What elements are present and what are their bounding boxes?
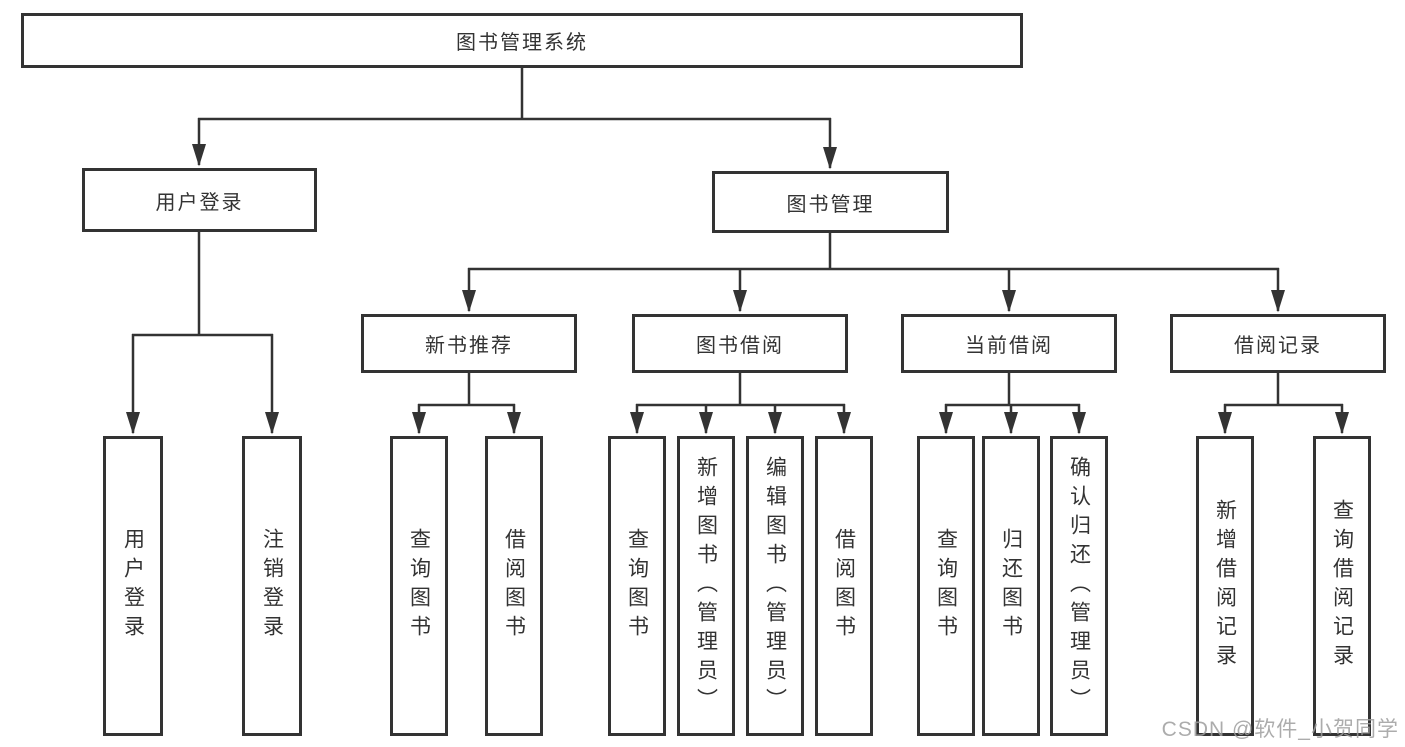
node-label: 图书借阅 [696, 335, 784, 357]
csdn-watermark: CSDN @软件_小贺同学 [1161, 718, 1399, 741]
node-label: 借阅记录 [1234, 335, 1322, 357]
node-new-book-recommendation: 新书推荐 [361, 314, 577, 373]
node-leaf-add-borrow-record: 新增借阅记录 [1196, 436, 1254, 736]
node-label: 用户登录 [121, 528, 145, 644]
node-leaf-logout: 注销登录 [242, 436, 302, 736]
node-leaf-user-login: 用户登录 [103, 436, 163, 736]
node-label: 查询图书 [407, 528, 431, 644]
node-label: 查询借阅记录 [1330, 499, 1354, 673]
node-user-login-branch: 用户登录 [82, 168, 317, 232]
node-label: 归还图书 [999, 528, 1023, 644]
node-label: 用户登录 [155, 191, 244, 214]
node-label: 当前借阅 [965, 335, 1053, 357]
node-leaf-add-book-admin: 新增图书（管理员） [677, 436, 735, 736]
node-label: 借阅图书 [502, 528, 526, 644]
node-label: 编辑图书（管理员） [763, 455, 787, 717]
node-current-borrowing: 当前借阅 [901, 314, 1117, 373]
node-leaf-query-books-recommend: 查询图书 [390, 436, 448, 736]
node-library-management-system: 图书管理系统 [21, 13, 1023, 68]
node-leaf-query-books-borrow: 查询图书 [608, 436, 666, 736]
node-leaf-query-borrow-record: 查询借阅记录 [1313, 436, 1371, 736]
node-leaf-borrow-books-borrow: 借阅图书 [815, 436, 873, 736]
node-leaf-confirm-return-admin: 确认归还（管理员） [1050, 436, 1108, 736]
node-label: 新书推荐 [425, 335, 513, 357]
node-leaf-edit-book-admin: 编辑图书（管理员） [746, 436, 804, 736]
node-book-management-branch: 图书管理 [712, 171, 949, 233]
node-leaf-return-book: 归还图书 [982, 436, 1040, 736]
node-label: 图书管理 [786, 193, 875, 216]
node-label: 注销登录 [260, 528, 284, 644]
node-label: 新增借阅记录 [1213, 499, 1237, 673]
node-label: 新增图书（管理员） [694, 455, 718, 717]
node-leaf-query-books-current: 查询图书 [917, 436, 975, 736]
node-book-borrowing: 图书借阅 [632, 314, 848, 373]
node-borrowing-records: 借阅记录 [1170, 314, 1386, 373]
node-label: 图书管理系统 [456, 32, 588, 54]
node-label: 查询图书 [934, 528, 958, 644]
node-leaf-borrow-books-recommend: 借阅图书 [485, 436, 543, 736]
node-label: 确认归还（管理员） [1067, 455, 1091, 717]
node-label: 借阅图书 [832, 528, 856, 644]
node-label: 查询图书 [625, 528, 649, 644]
